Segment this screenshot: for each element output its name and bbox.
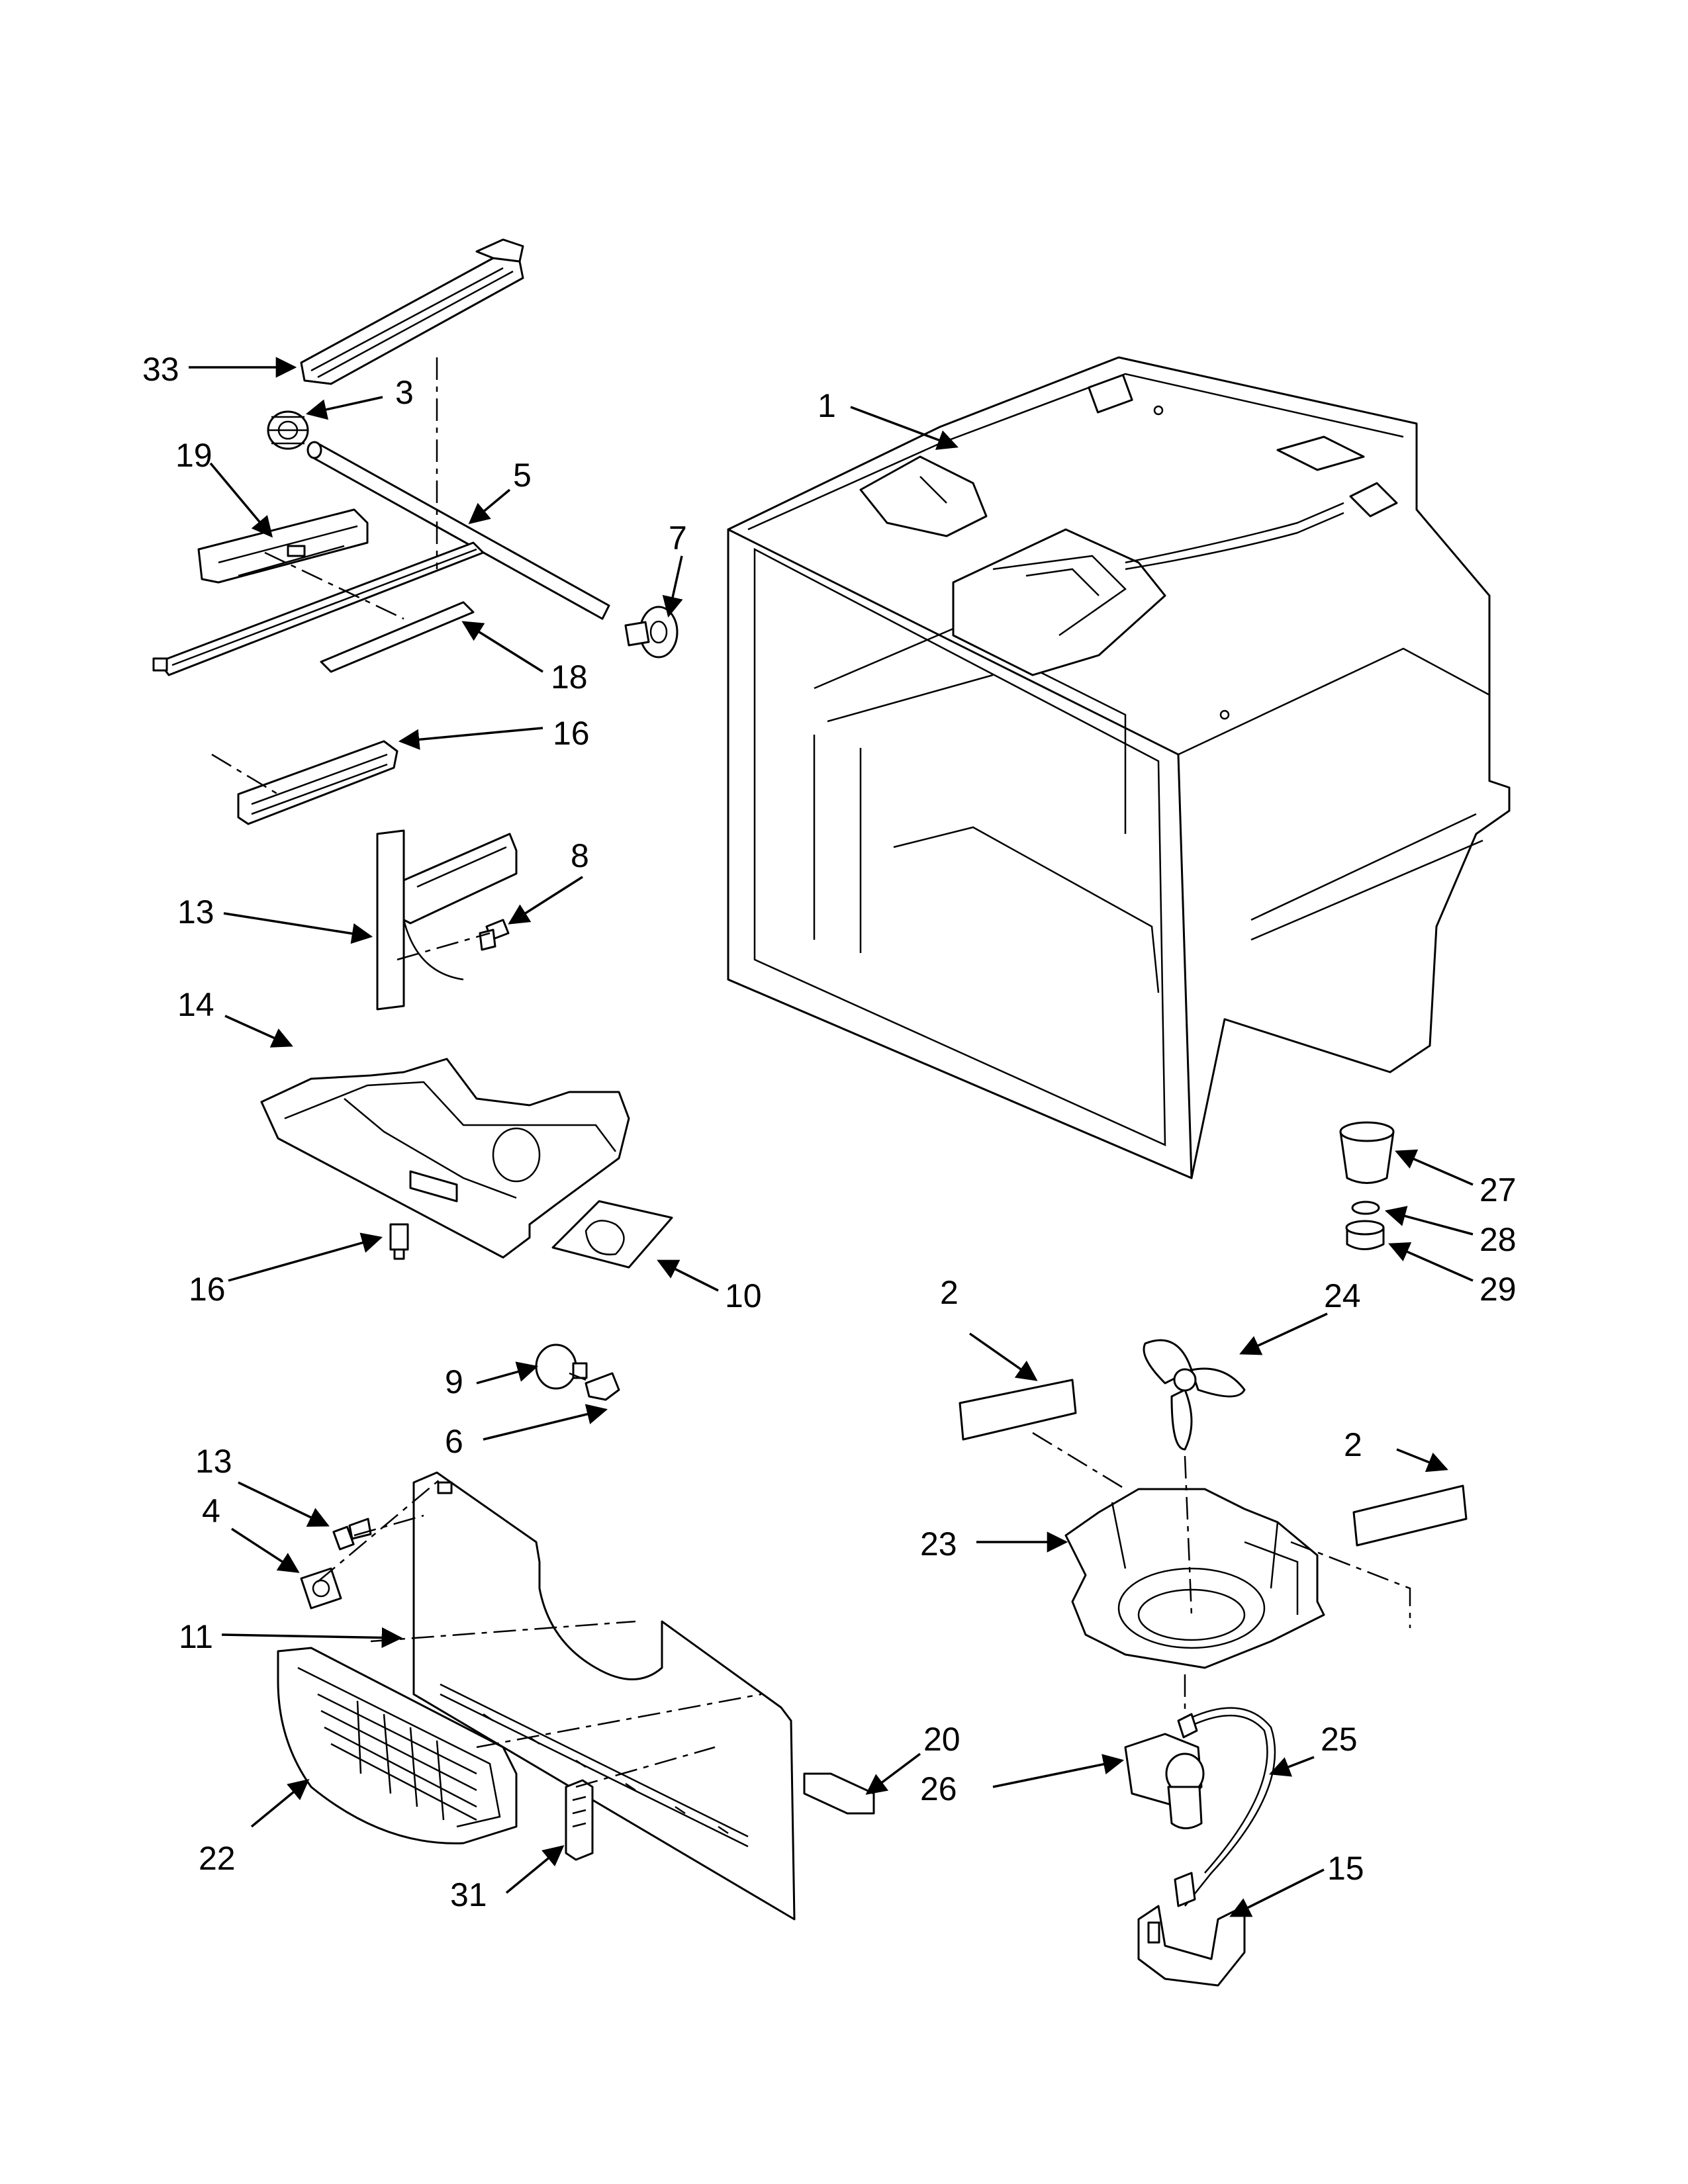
part-26-motor: [1124, 1713, 1205, 1829]
callout-13: 13: [177, 893, 214, 931]
callout-22: 22: [199, 1840, 236, 1877]
part-2-pad-left: [959, 1379, 1077, 1441]
callout-25: 25: [1321, 1721, 1358, 1758]
callout-21: 19: [175, 437, 212, 474]
part-27-cup: [1339, 1121, 1395, 1184]
part-22-grille: [277, 1647, 518, 1844]
part-2-pad-right: [1352, 1484, 1468, 1547]
part-8-screw: [479, 919, 510, 951]
part-31-switch: [565, 1779, 594, 1861]
part-13-side-bracket: [376, 829, 518, 1011]
part-3-gear: [267, 410, 309, 450]
callout-9: 9: [445, 1363, 463, 1400]
part-14-tray: [260, 1058, 630, 1259]
callout-2-right: 2: [1344, 1426, 1362, 1463]
callout-31: 31: [450, 1876, 487, 1913]
part-5-rod: [306, 441, 610, 620]
callout-6: 6: [445, 1423, 463, 1460]
callout-23: 23: [920, 1525, 957, 1563]
callout-16: 16: [189, 1271, 226, 1308]
callout-5: 5: [513, 457, 532, 494]
callout-12: 13: [195, 1443, 232, 1480]
part-24-fan-blade: [1143, 1339, 1246, 1451]
callout-7: 7: [669, 520, 687, 557]
part-25-harness: [1184, 1707, 1276, 1907]
callout-20: 20: [923, 1721, 961, 1758]
callout-26: 26: [920, 1770, 957, 1807]
part-23-shroud: [1064, 1488, 1325, 1669]
leader-lines: [189, 357, 1474, 1917]
callout-11: 11: [179, 1618, 213, 1655]
callout-27: 27: [1479, 1171, 1517, 1208]
part-21-bracket: [197, 508, 369, 584]
part-33-rail: [300, 238, 524, 385]
callout-2-left: 2: [940, 1274, 959, 1311]
callout-4: 4: [202, 1492, 220, 1529]
callout-19: 18: [551, 659, 588, 696]
assembly-lines: [211, 357, 1411, 1788]
part-11-back-panel: [412, 1471, 796, 1921]
part-9-bulb: [535, 1343, 588, 1390]
part-1-liner: [727, 356, 1511, 1179]
part-16-clip: [389, 1223, 409, 1260]
callout-33: 33: [142, 351, 179, 388]
part-4-plate: [300, 1567, 342, 1610]
part-29-cap: [1345, 1220, 1385, 1250]
part-15-bracket: [1137, 1872, 1246, 1987]
callout-1: 1: [818, 387, 836, 424]
callout-29: 29: [1479, 1271, 1517, 1308]
callout-18: 16: [553, 715, 590, 752]
callout-28: 28: [1479, 1221, 1517, 1258]
callout-3: 3: [395, 374, 414, 411]
part-6-socket: [585, 1372, 620, 1401]
part-28-ring: [1351, 1201, 1380, 1215]
callout-10: 10: [725, 1277, 762, 1314]
callout-15: 15: [1327, 1850, 1364, 1887]
part-7-gear: [624, 606, 679, 659]
part-10-gasket: [551, 1200, 673, 1269]
part-19-slide-rail: [152, 541, 485, 676]
callouts: 33 3 19 5 7 18 16 8 13 14 16 10 9 6 13 4…: [142, 351, 1517, 1913]
callout-14: 14: [177, 986, 214, 1023]
part-12-screw: [332, 1518, 372, 1551]
part-20-strip: [803, 1772, 875, 1815]
callout-8: 8: [571, 837, 589, 874]
part-18-rail: [237, 740, 399, 825]
callout-24: 24: [1324, 1277, 1361, 1314]
